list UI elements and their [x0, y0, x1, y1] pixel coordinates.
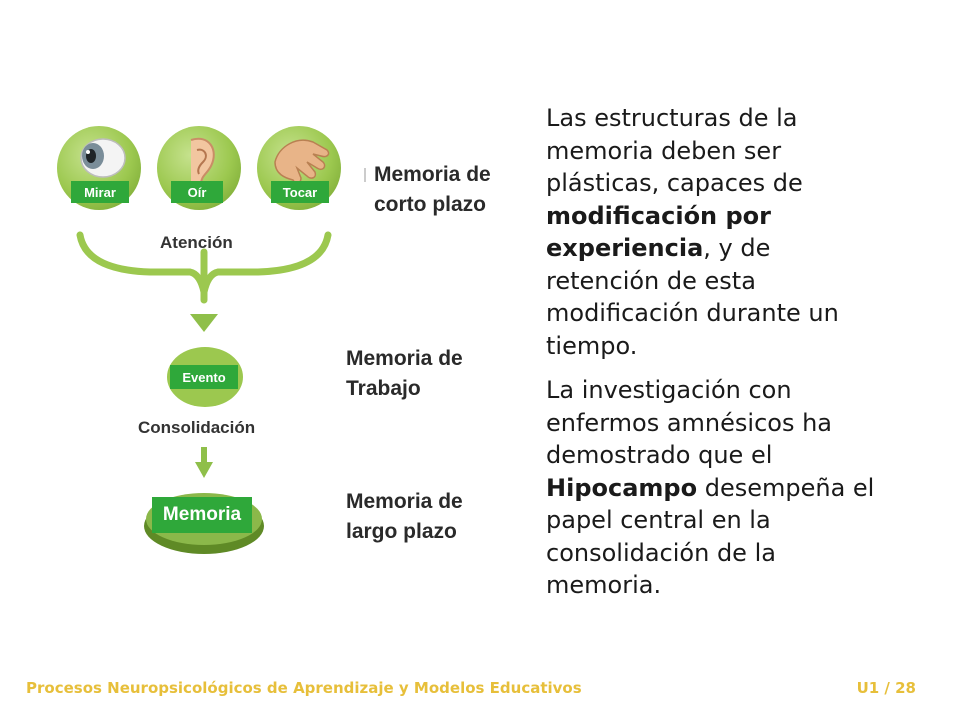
footer-course-title: Procesos Neuropsicológicos de Aprendizaj…	[26, 679, 582, 697]
p1-text-start: Las estructuras de la memoria deben ser …	[546, 104, 803, 197]
working-memory-title: Memoria de Trabajo	[346, 344, 463, 404]
memory-diagram: Mirar Oír Tocar Atención Evento Consolid…	[57, 126, 491, 554]
hand-icon	[274, 139, 330, 184]
paragraph-plasticity: Las estructuras de la memoria deben ser …	[546, 102, 886, 362]
short-term-line-2: corto plazo	[374, 193, 487, 216]
explanation-text: Las estructuras de la memoria deben ser …	[546, 102, 886, 614]
p2-bold: Hipocampo	[546, 473, 698, 502]
footer-page-number: U1 / 28	[856, 679, 916, 697]
p1-text-end: , y de retención de esta modificación du…	[546, 234, 839, 360]
paragraph-hippocampus: La investigación con enfermos amnésicos …	[546, 374, 886, 602]
slide-footer: Procesos Neuropsicológicos de Aprendizaj…	[26, 679, 916, 703]
long-term-memory-title: Memoria de largo plazo	[346, 487, 463, 547]
long-term-line-1: Memoria de	[346, 490, 463, 513]
p1-bold: modificación por experiencia	[546, 201, 771, 263]
sense-label-tocar: Tocar	[271, 181, 329, 203]
consolidation-caption: Consolidación	[138, 418, 256, 437]
p2-text-start: La investigación con enfermos amnésicos …	[546, 376, 832, 469]
working-line-1: Memoria de	[346, 347, 463, 370]
eye-icon	[80, 138, 126, 178]
short-term-memory-title: Memoria de corto plazo	[374, 160, 491, 220]
sense-label-oir: Oír	[171, 181, 223, 203]
arrow-to-memory	[195, 462, 213, 478]
short-term-line-1: Memoria de	[374, 163, 491, 186]
arrow-to-event	[190, 314, 218, 332]
sense-label-mirar: Mirar	[71, 181, 129, 203]
arrow-shaft-consolidation	[201, 447, 207, 463]
long-term-line-2: largo plazo	[346, 520, 457, 543]
event-label: Evento	[170, 365, 238, 389]
memory-label: Memoria	[152, 497, 252, 533]
attention-caption: Atención	[160, 233, 233, 252]
attention-bracket-right	[200, 231, 332, 296]
p2-text-end: desempeña el papel central en la consoli…	[546, 473, 875, 600]
working-line-2: Trabajo	[346, 377, 421, 400]
short-term-marker	[364, 168, 366, 182]
attention-bracket	[76, 231, 208, 296]
